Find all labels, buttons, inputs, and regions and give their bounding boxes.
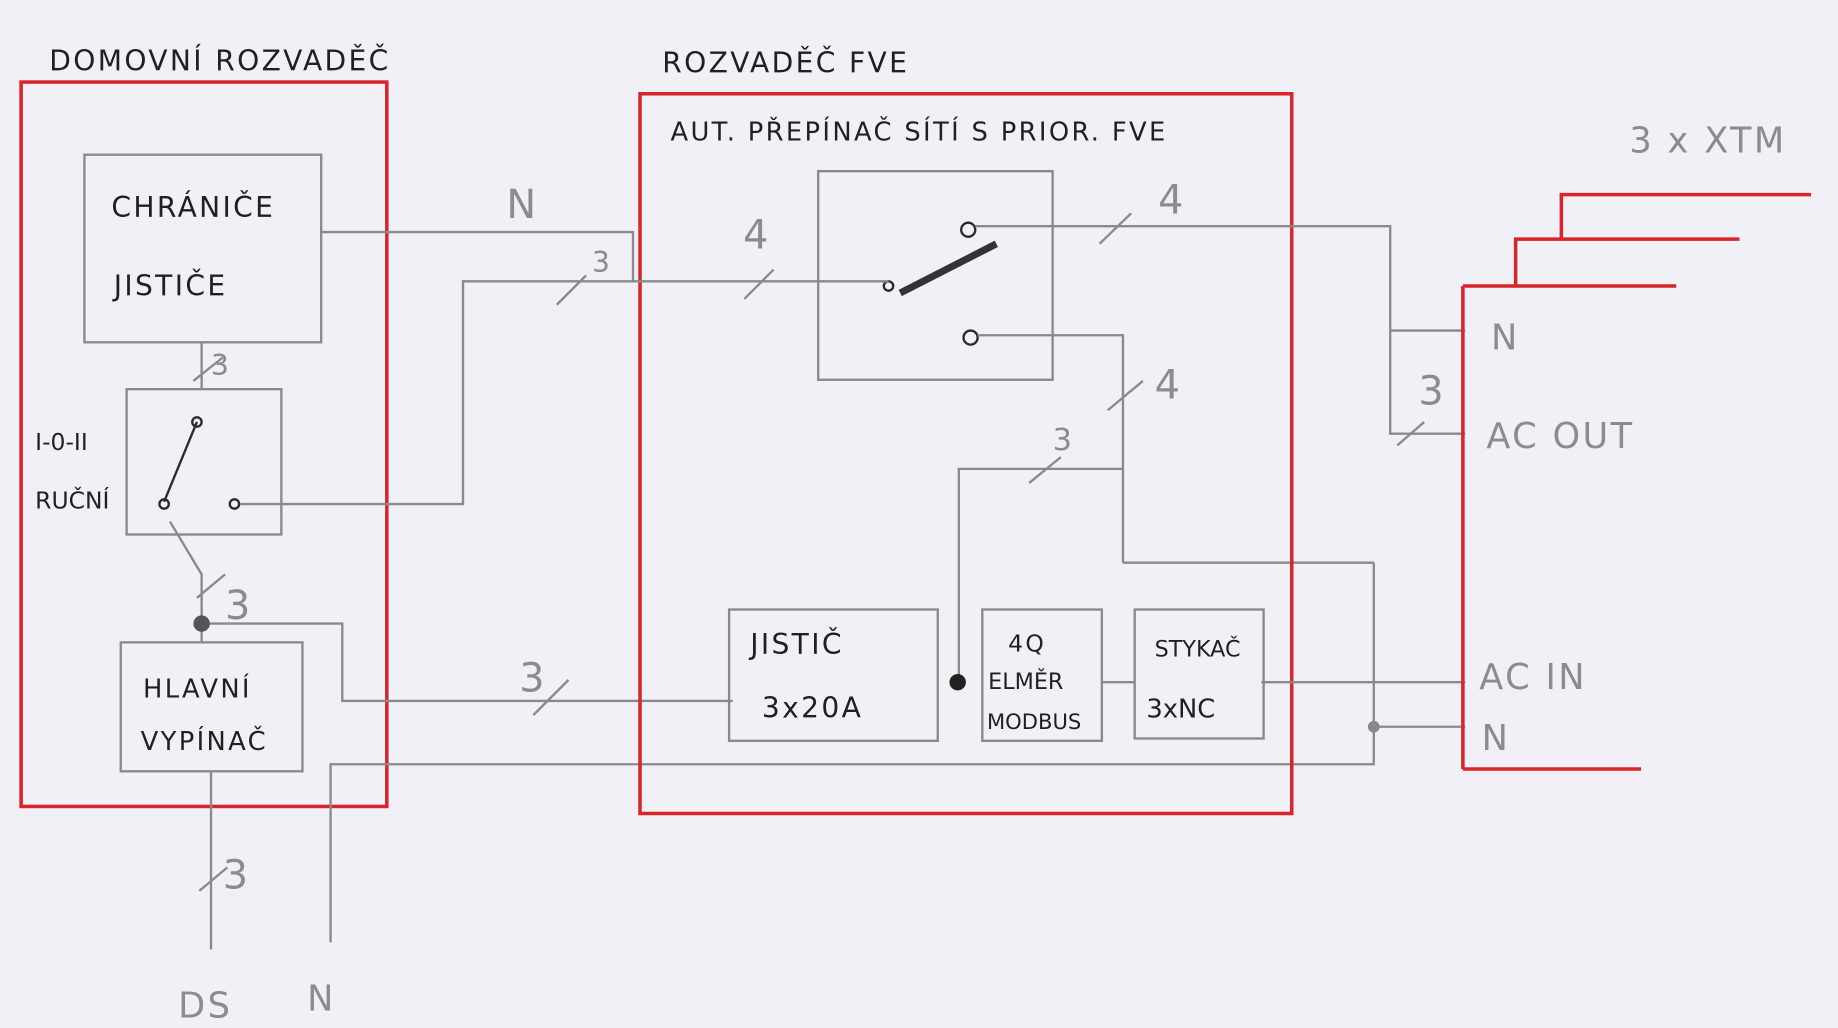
contactor-box: [1133, 608, 1265, 740]
manual-switch-label-2: RUČNÍ: [35, 487, 109, 515]
wire-label-n: N: [506, 182, 536, 228]
ats-switch-lever: [898, 240, 998, 297]
home-panel-title: DOMOVNÍ ROZVADĚČ: [49, 43, 390, 77]
wire-label: 3: [223, 853, 248, 899]
contactor-label-1: STYKAČ: [1155, 634, 1241, 662]
wire-label: 3: [211, 349, 229, 382]
meter-label-3: MODBUS: [987, 709, 1081, 734]
manual-switch-lever: [163, 421, 199, 503]
fve-wires: [632, 225, 1466, 684]
wire-label: 3: [1418, 368, 1443, 414]
meter-label-1: 4Q: [1008, 630, 1046, 658]
wire-label: 3: [519, 656, 544, 702]
junction-dot: [193, 615, 210, 632]
switch-contact: [191, 416, 203, 428]
switch-contact: [228, 498, 241, 510]
wire-label: 4: [743, 213, 768, 259]
ds-feed-label: DS: [178, 985, 232, 1026]
ats-contact: [960, 221, 977, 238]
main-switch-label-2: VYPÍNAČ: [141, 725, 268, 757]
ats-contact: [962, 329, 979, 346]
manual-switch-box: [125, 387, 283, 536]
contactor-label-2: 3xNC: [1146, 694, 1215, 724]
wire-label: 3: [225, 583, 250, 629]
breakers-label-2: JISTIČE: [112, 268, 228, 302]
xtm-port-ac-in: AC IN: [1479, 657, 1587, 698]
breakers-box: [83, 153, 323, 344]
wire-label: 4: [1158, 177, 1183, 223]
manual-switch-label-1: I-0-II: [35, 428, 88, 456]
xtm-port-n-in: N: [1482, 718, 1511, 759]
fve-breaker-label-1: JISTIČ: [748, 627, 844, 661]
fve-breaker-label-2: 3x20A: [762, 691, 863, 724]
xtm-port-ac-out: AC OUT: [1486, 416, 1634, 457]
energy-meter-box: [981, 608, 1104, 742]
wire-label: 4: [1155, 363, 1180, 409]
home-panel-enclosure: [19, 80, 389, 809]
wire-label: 3: [592, 246, 610, 279]
ats-contact: [882, 280, 895, 292]
wire-label: 3: [1053, 423, 1072, 458]
xtm-port-n-out: N: [1491, 317, 1520, 358]
switch-contact: [158, 498, 170, 510]
junction-dot: [949, 674, 966, 691]
inverters-title: 3 x XTM: [1629, 120, 1786, 161]
xtm-inverters: [1461, 192, 1812, 771]
breakers-label-1: CHRÁNIČE: [111, 190, 275, 224]
meter-label-2: ELMĚR: [988, 667, 1063, 695]
wire-count-ticks: [192, 212, 1425, 892]
wires: [168, 230, 1466, 950]
fve-panel-enclosure: [638, 92, 1294, 816]
fve-breaker-box: [727, 608, 939, 742]
n-feed-label: N: [307, 978, 336, 1019]
junction-dot: [1367, 720, 1380, 733]
ats-title: AUT. PŘEPÍNAČ SÍTÍ S PRIOR. FVE: [670, 116, 1167, 148]
ats-box: [817, 169, 1054, 381]
main-switch-label-1: HLAVNÍ: [143, 672, 252, 704]
fve-panel-title: ROZVADĚČ FVE: [662, 46, 909, 80]
